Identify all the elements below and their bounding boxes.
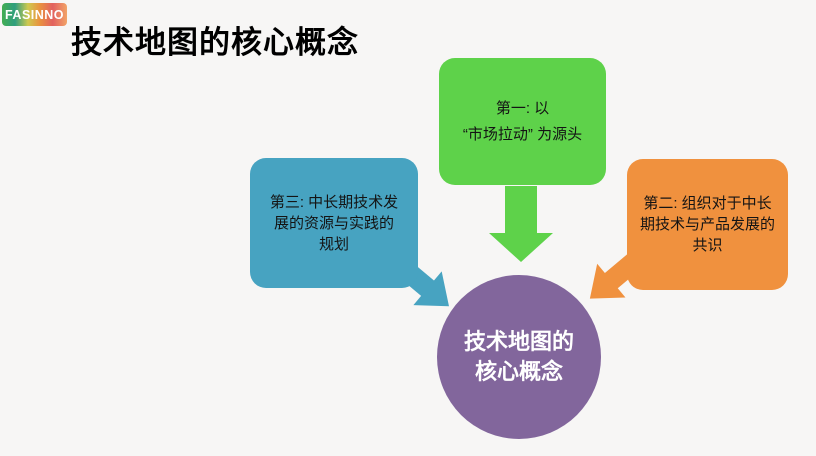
- slide-title: 技术地图的核心概念: [71, 25, 359, 60]
- concept-box-first-market-pull: 第一: 以 “市场拉动” 为源头: [439, 58, 606, 185]
- fasinno-logo: FASINNO: [2, 3, 67, 26]
- arrow-down-green-icon: [489, 186, 553, 262]
- concept-box-third-mid-long-term-planning: 第三: 中长期技术发 展的资源与实践的 规划: [250, 158, 418, 288]
- concept-box-second-org-consensus: 第二: 组织对于中长 期技术与产品发展的 共识: [627, 159, 788, 290]
- core-concept-circle: 技术地图的 核心概念: [437, 275, 601, 439]
